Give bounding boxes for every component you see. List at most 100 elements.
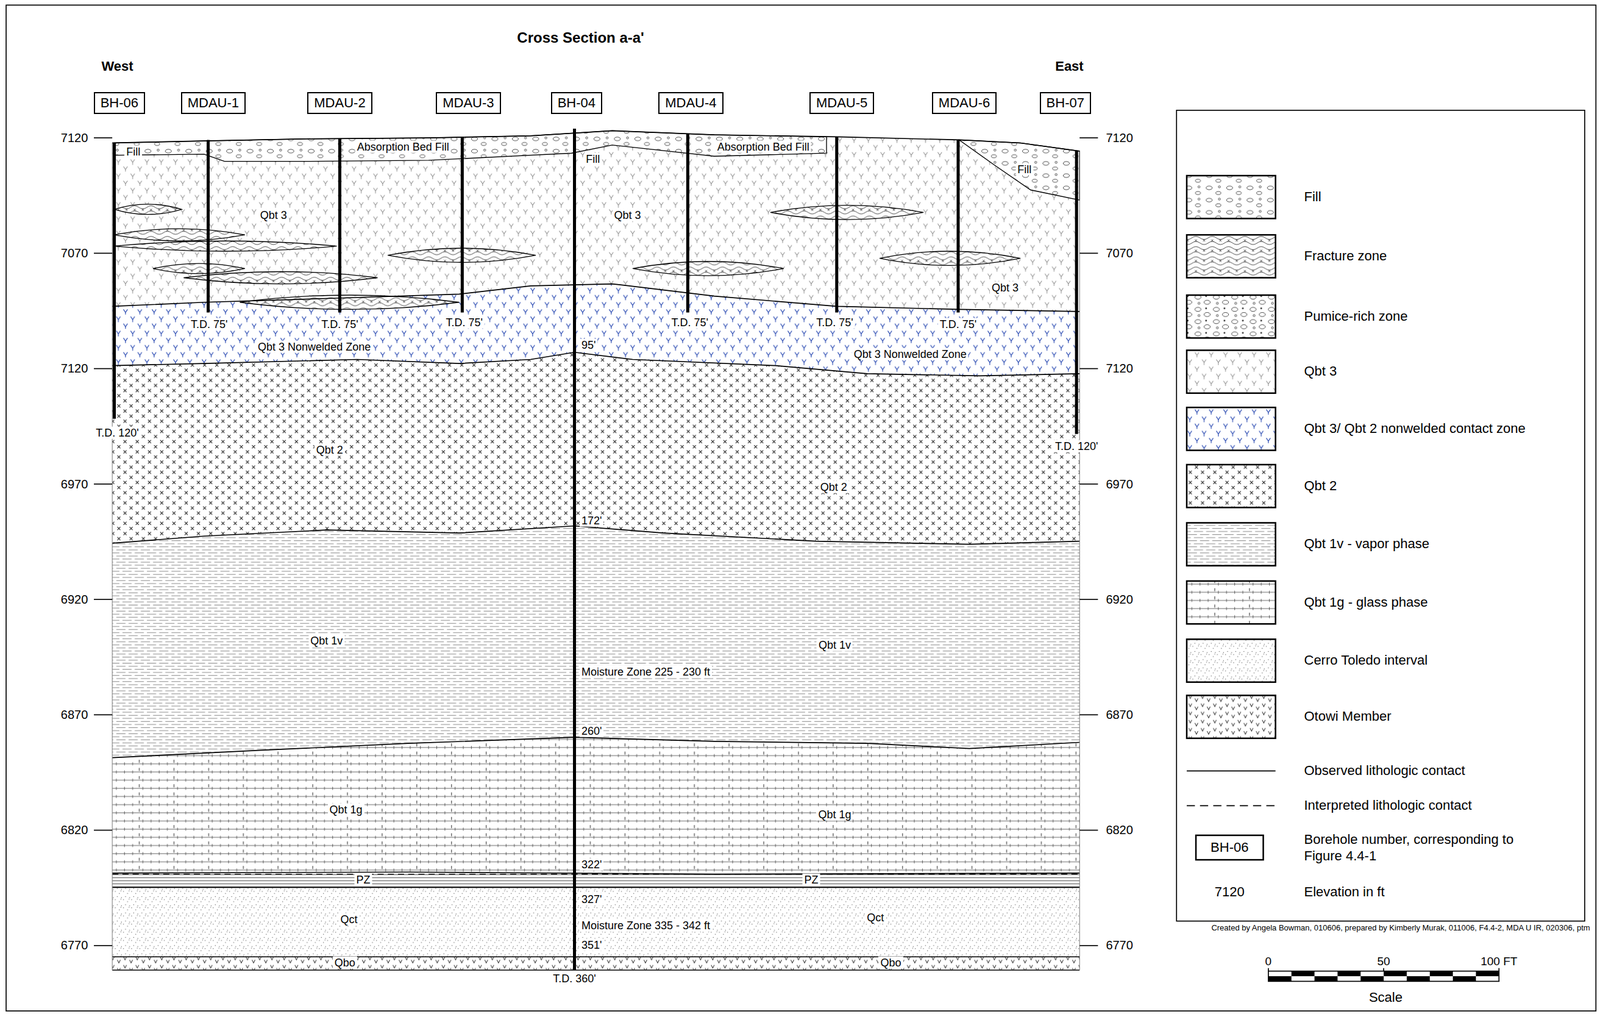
scale-segment (1337, 970, 1361, 976)
unit-label-text: Absorption Bed Fill (355, 140, 452, 153)
legend-text: Otowi Member (1304, 708, 1392, 724)
unit-label: Qbt 1g (327, 802, 364, 816)
depth-label: T.D. 75' (443, 316, 484, 330)
legend-text: Qbt 2 (1304, 477, 1338, 494)
moisture-note: Moisture Zone 335 - 342 ft (579, 919, 712, 932)
lithologic-contact (112, 284, 1080, 312)
unit-label: Qbt 2 (314, 443, 345, 457)
legend-swatch (1186, 694, 1276, 738)
unit-label-text: Qbt 1v (308, 634, 345, 647)
borehole-box: MDAU-3 (435, 92, 501, 114)
lithologic-contact (112, 969, 1080, 971)
unit-label: Qbt 2 (818, 480, 850, 494)
legend-text: Fill (1304, 188, 1322, 205)
elevation-label-text: 7070 (59, 246, 91, 260)
unit-label: PZ (802, 873, 820, 887)
elevation-label-text: 7120 (1103, 131, 1135, 145)
legend-entry: Qbt 1v - vapor phase (1304, 535, 1430, 553)
unit-label-text: Qbt 1g (816, 808, 853, 821)
depth-label: T.D. 75' (938, 318, 979, 331)
elevation-label-text: 6820 (59, 822, 91, 837)
legend-entry: Qbt 3 (1304, 363, 1338, 381)
scale-label: 0 (1263, 954, 1274, 968)
scale-segment (1268, 975, 1292, 981)
legend-entry: Cerro Toledo interval (1304, 651, 1429, 669)
legend-text: Qbt 1v - vapor phase (1304, 536, 1430, 552)
scale-segment (1360, 975, 1384, 981)
elevation-label-text: 6770 (1103, 938, 1135, 952)
elevation-label-text: 7070 (1103, 246, 1135, 260)
borehole-box: BH-07 (1039, 92, 1092, 114)
borehole-line (835, 136, 839, 313)
depth-label-text: T.D. 75' (443, 316, 484, 329)
legend-entry: Fill (1304, 188, 1322, 206)
elevation-label: 7120 (59, 361, 91, 376)
elevation-tick (93, 598, 113, 600)
unit-label-text: Absorption Bed Fill (715, 140, 812, 153)
unit-label-text: PZ (354, 873, 372, 886)
elevation-label: 7120 (1103, 361, 1135, 376)
borehole-box: MDAU-1 (181, 92, 246, 114)
elevation-label: 6920 (59, 591, 91, 606)
scale-label-text: 100 FT (1478, 954, 1519, 968)
depth-label: 327' (579, 892, 604, 906)
fracture-zone (183, 271, 378, 284)
unit-label: Qbt 3 (258, 209, 289, 222)
elevation-tick (93, 252, 113, 254)
lithologic-contact (112, 130, 1080, 151)
depth-label-text: T.D. 75' (188, 318, 230, 331)
elevation-label-text: 6970 (1103, 476, 1135, 491)
elevation-label: 7120 (1103, 131, 1135, 146)
unit-label-text: Qbt 3 (612, 209, 644, 222)
fracture-zone (770, 205, 924, 220)
legend-entry: Elevation in ft (1304, 883, 1385, 901)
fracture-zone (114, 228, 246, 241)
unit-label-text: Qbt 3 (989, 281, 1021, 294)
legend-swatch (1186, 407, 1276, 450)
depth-label-text: T.D. 120' (1053, 439, 1100, 452)
title-label: Cross Section a-a' (515, 29, 646, 47)
elevation-tick (93, 713, 113, 715)
borehole-name: MDAU-1 (187, 95, 239, 111)
moisture-note-text: Moisture Zone 335 - 342 ft (579, 919, 712, 932)
depth-label: 351' (579, 938, 604, 952)
unit-label: Qct (864, 911, 886, 925)
fracture-zone (152, 263, 246, 274)
unit-label: Qct (338, 913, 360, 926)
borehole-name: MDAU-6 (938, 95, 990, 111)
moisture-note: Moisture Zone 225 - 230 ft (579, 664, 712, 678)
moisture-note-text: Moisture Zone 225 - 230 ft (579, 664, 712, 678)
depth-label: T.D. 75' (669, 316, 710, 330)
elevation-label-text: 6870 (59, 707, 91, 721)
elevation-label-text: 6770 (59, 938, 91, 952)
elevation-label-text: 7120 (59, 361, 91, 375)
legend-entry: Qbt 3/ Qbt 2 nonwelded contact zone (1304, 419, 1526, 438)
elevation-tick (1079, 252, 1098, 254)
unit-label-text: Qct (864, 911, 886, 924)
depth-label: 260' (579, 724, 604, 737)
depth-label-text: 322' (579, 858, 604, 871)
elevation-label-text: 6920 (59, 591, 91, 606)
unit-label-text: Qbt 1v (816, 638, 853, 651)
borehole-box: MDAU-2 (307, 92, 372, 114)
legend-swatch (1186, 522, 1276, 566)
unit-label: Qbt 3 Nonwelded Zone (256, 340, 373, 354)
scale-segment (1291, 970, 1315, 976)
legend-sample-label: 7120 (1212, 884, 1247, 900)
fracture-zone (879, 251, 1021, 266)
legend-swatch (1186, 175, 1276, 219)
lithologic-contact (112, 525, 1080, 544)
elevation-label: 6770 (1103, 938, 1135, 953)
fracture-zone (114, 240, 338, 252)
scale-label: 100 FT (1478, 954, 1519, 968)
borehole-name: MDAU-5 (816, 95, 868, 111)
pz-layer (112, 871, 1080, 887)
elevation-label: 6870 (1103, 707, 1135, 722)
unit-label-text: Qbt 2 (314, 443, 345, 456)
legend-sample-label: BH-06 (1208, 839, 1251, 855)
depth-label: 95' (579, 338, 598, 352)
legend-entry: Otowi Member (1304, 707, 1392, 725)
legend-swatch (1186, 234, 1276, 278)
legend-entry: Qbt 2 (1304, 477, 1338, 495)
elevation-label-text: 6820 (1103, 822, 1135, 837)
